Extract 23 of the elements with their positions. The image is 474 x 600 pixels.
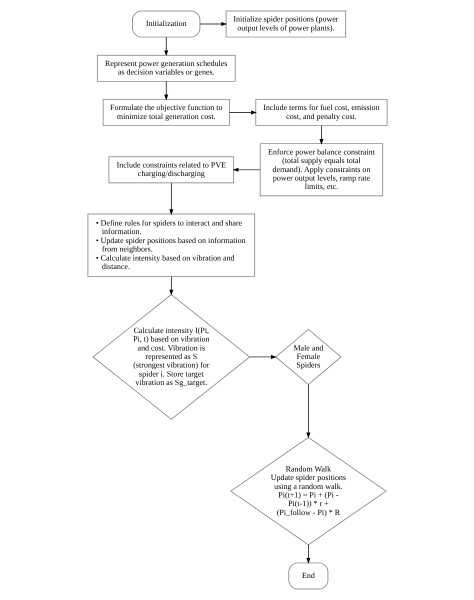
- node-diamond: Male and Female Spiders: [274, 328, 342, 385]
- node-box: Enforce power balance constraint (total supply equals total demand). Apply constraints on power output levels, ramp rate limits, etc.: [259, 143, 383, 196]
- node-box: Include terms for fuel cost, emission cost, and penalty cost.: [254, 99, 387, 126]
- arrow: [306, 384, 310, 438]
- node-box: Formulate the objective function to minimize total generation cost.: [102, 99, 230, 126]
- node-diamond: Calculate intensity I(Pi, Pi, t) based on vibration and cost. Vibration is represented as S (strongest vibration) for spider i. Store target vibration as Sg_target.: [92, 294, 250, 420]
- arrow: [228, 110, 256, 115]
- node-box: End: [288, 562, 328, 590]
- arrow: [318, 125, 323, 145]
- arrow: [248, 354, 276, 359]
- node-diamond: Random Walk Update spider positions using a random walk. Pi(t+1) = Pi + (Pi - Pi(t-1)) * r + (Pi_follow - Pi) * R: [230, 437, 386, 546]
- arrow: [164, 81, 168, 100]
- node-box: • Define rules for spiders to interact and share information. • Update spider positions based on information from neighbors. • Calculate intensity based on vibration and distance.: [87, 214, 255, 277]
- arrow: [168, 182, 173, 216]
- arrow: [168, 276, 173, 296]
- node-box: Represent power generation schedules as decision variables or genes.: [96, 54, 235, 82]
- node-box: Initialization: [132, 10, 200, 38]
- node-box: Include constraints related to PVE charging/discharging: [108, 156, 234, 184]
- node-box: Initialize spider positions (power output levels of power plants).: [225, 10, 346, 38]
- arrow: [199, 22, 227, 26]
- arrow: [306, 544, 310, 564]
- arrow: [232, 168, 260, 172]
- arrow: [164, 36, 168, 56]
